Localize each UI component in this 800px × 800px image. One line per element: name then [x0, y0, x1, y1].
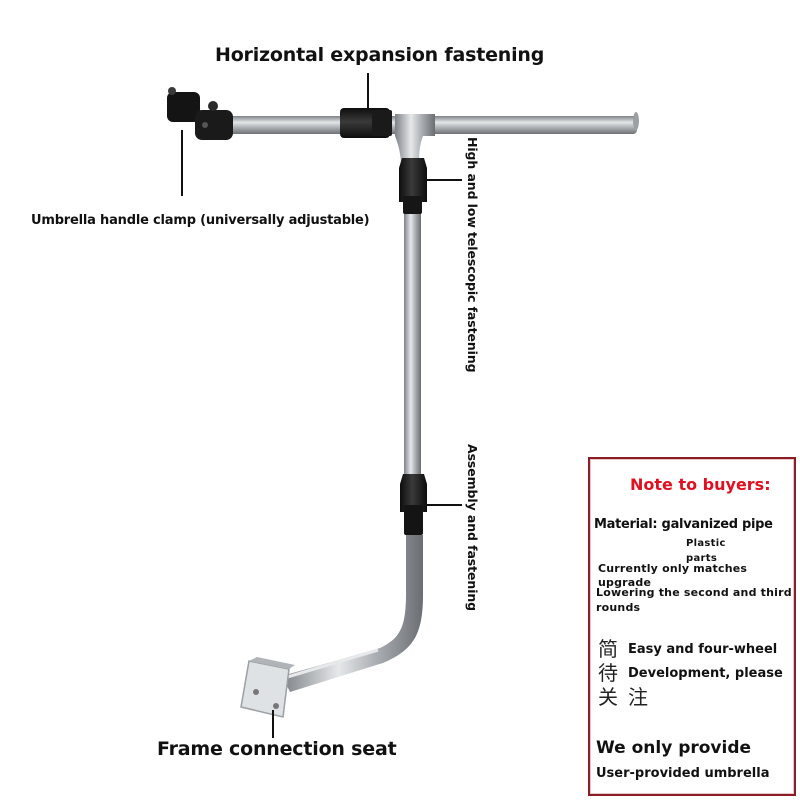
note-development: Development, please	[628, 666, 783, 681]
note-lowering: Lowering the second and third	[596, 586, 792, 599]
note-upgrade: upgrade	[598, 576, 652, 589]
callout-lines	[181, 73, 462, 738]
label-umbrella-clamp: Umbrella handle clamp (universally adjus…	[31, 213, 370, 228]
label-horizontal-fastening: Horizontal expansion fastening	[215, 44, 545, 66]
note-rounds: rounds	[596, 601, 641, 614]
umbrella-clamp	[167, 87, 233, 140]
note-easy: Easy and four-wheel	[628, 642, 778, 657]
note-cjk-char: 关	[598, 685, 618, 709]
note-cjk-char: 注	[628, 685, 648, 709]
vertical-pipe	[240, 158, 427, 718]
note-we-only-provide: We only provide	[596, 738, 752, 758]
note-plastic-1: Plastic	[686, 538, 726, 549]
label-frame-seat: Frame connection seat	[157, 738, 397, 760]
horizontal-arm	[225, 108, 639, 166]
label-telescopic-fastening: High and low telescopic fastening	[465, 137, 480, 373]
note-title: Note to buyers:	[630, 475, 771, 494]
note-material: Material: galvanized pipe	[594, 517, 773, 532]
note-cjk-char: 简	[598, 637, 618, 661]
note-currently: Currently only matches	[598, 562, 748, 575]
label-assembly-fastening: Assembly and fastening	[465, 444, 480, 612]
note-plastic-2: parts	[686, 553, 718, 564]
buyer-note-box: Note to buyers: Material: galvanized pip…	[588, 457, 796, 796]
note-cjk-char: 待	[598, 661, 618, 685]
note-user-umbrella: User-provided umbrella	[596, 766, 770, 781]
